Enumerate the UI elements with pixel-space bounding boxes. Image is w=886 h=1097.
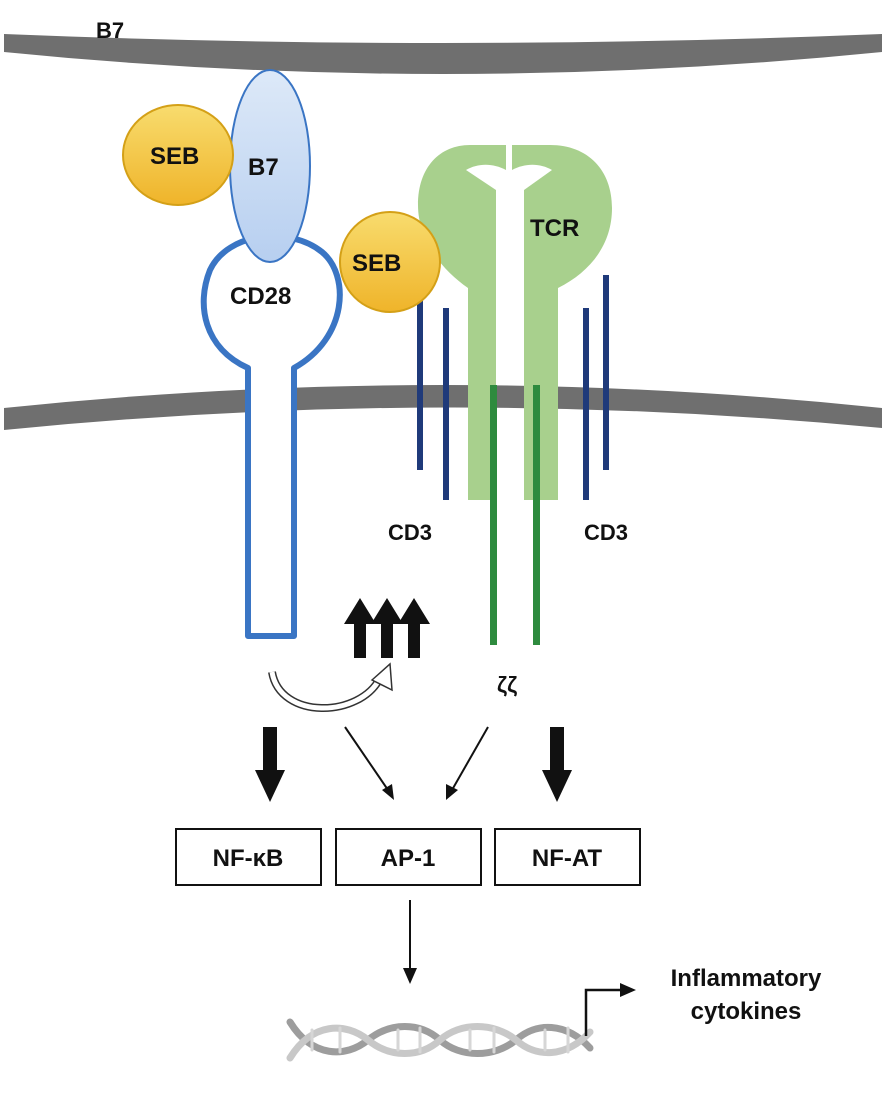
tcr-label: TCR	[530, 215, 579, 242]
ap1-label: AP-1	[381, 845, 436, 872]
cytokines-label-line2: cytokines	[691, 998, 802, 1025]
zeta-chain-right	[533, 385, 540, 645]
arrow-tcr-to-ap1	[446, 726, 489, 800]
nfat-label: NF-AT	[532, 845, 603, 872]
seb-left	[122, 104, 234, 206]
costimulation-curved-arrow	[268, 662, 393, 712]
signal-amplification-arrows	[344, 598, 430, 658]
seb-left-label: SEB	[150, 143, 199, 170]
apc-membrane	[4, 34, 882, 74]
cytokines-label-line1: Inflammatory	[671, 965, 822, 992]
cd3-right-outer	[603, 275, 609, 470]
cd3-left-outer	[417, 285, 423, 470]
arrow-cd28-to-ap1	[344, 726, 394, 800]
nfat-box	[494, 828, 641, 886]
up-arrow-2	[371, 598, 403, 658]
zeta-label: ζζ	[497, 672, 517, 697]
cd3-right-label: CD3	[584, 520, 628, 545]
tcr-left-stem	[468, 395, 496, 500]
arrow-ap1-to-dna	[403, 900, 417, 984]
zeta-chain-left	[490, 385, 497, 645]
nfkb-label: NF-κB	[213, 845, 284, 872]
arrow-to-nfat	[542, 727, 572, 802]
cd3-right-inner	[583, 308, 589, 500]
tcr-receptor	[418, 145, 612, 500]
ap1-box	[335, 828, 482, 886]
arrow-to-nfkb	[255, 727, 285, 802]
nfkb-box	[175, 828, 322, 886]
b7-label: B7	[248, 154, 279, 181]
up-arrow-1	[344, 598, 376, 658]
transcription-start-arrow	[584, 983, 636, 1036]
cd3-left-inner	[443, 308, 449, 500]
up-arrow-3	[398, 598, 430, 658]
cd28-label: CD28	[230, 283, 291, 310]
seb-right-label: SEB	[352, 250, 401, 277]
apc-cell-label: B7	[96, 18, 124, 43]
cd3-left-label: CD3	[388, 520, 432, 545]
seb-right	[339, 211, 441, 313]
dna-helix	[286, 1018, 594, 1062]
